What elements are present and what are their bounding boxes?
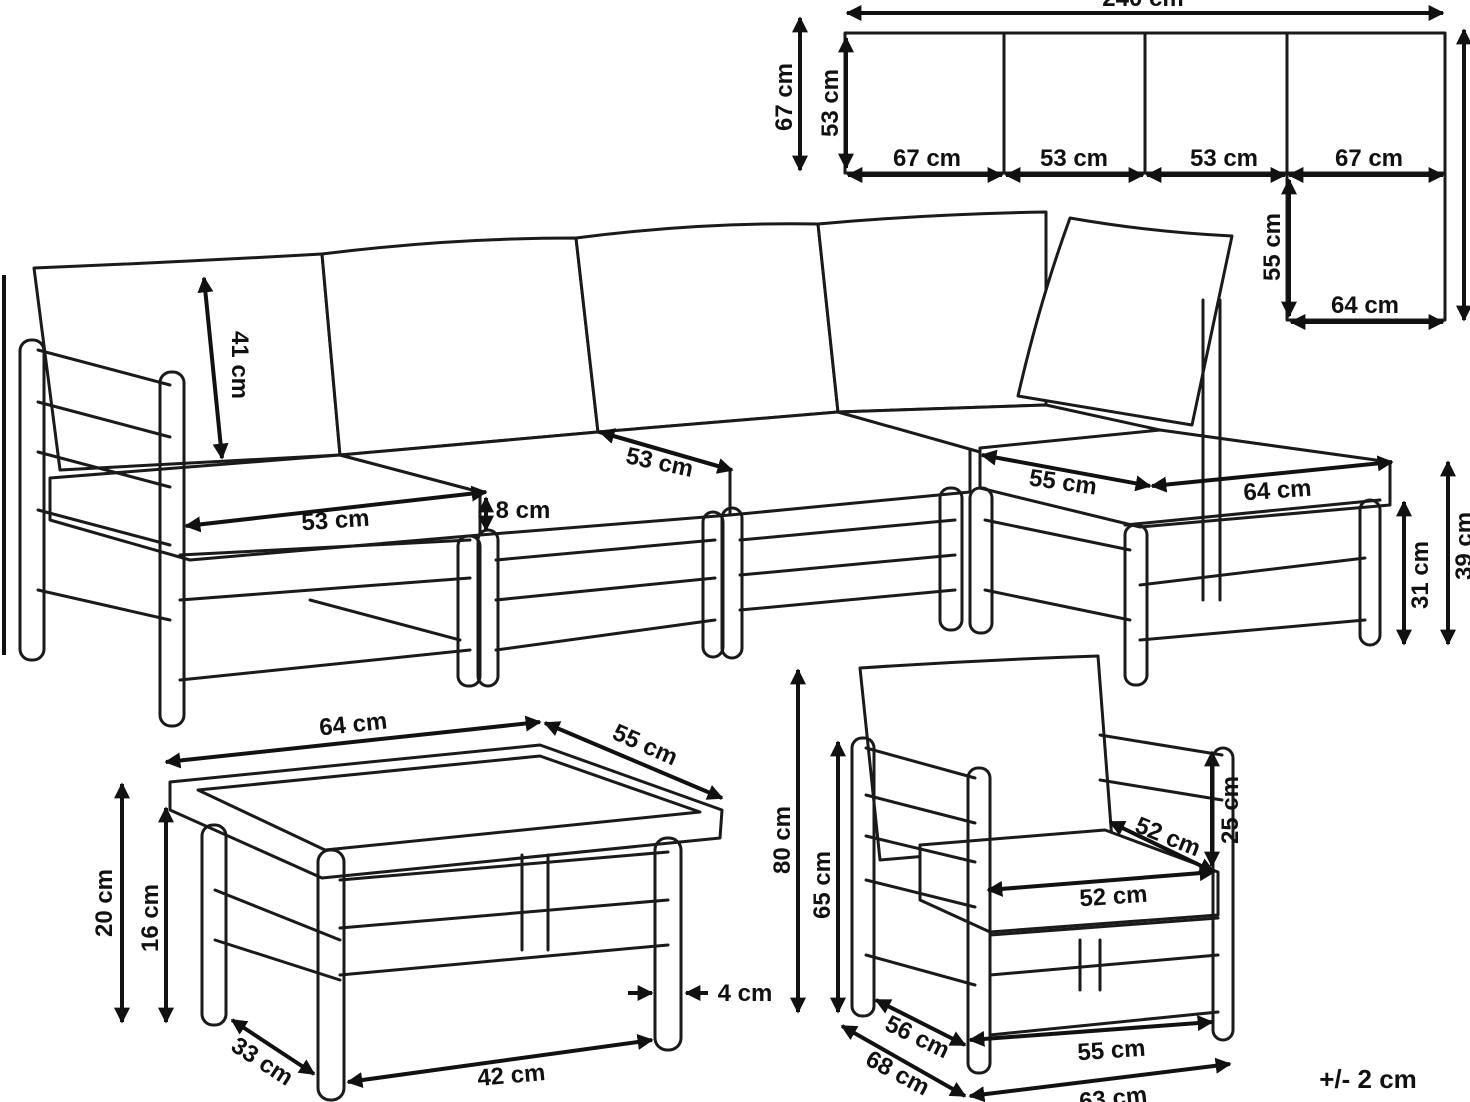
top-seg3-label: 53 cm bbox=[1190, 145, 1258, 172]
table-base-width-label: 42 cm bbox=[476, 1059, 546, 1092]
table-frame-height-label: 16 cm bbox=[137, 884, 164, 952]
chair-frame-height-label: 65 cm bbox=[809, 851, 836, 919]
armchair: 80 cm 65 cm 25 cm 52 cm 52 cm 56 cm 55 c… bbox=[769, 654, 1244, 1102]
top-height-outer-label: 67 cm bbox=[771, 63, 798, 131]
ottoman-frame-height-label: 31 cm bbox=[1407, 541, 1434, 609]
top-height-inner-label: 53 cm bbox=[817, 69, 844, 137]
coffee-table: 64 cm 55 cm 20 cm 16 cm 4 cm 33 cm 42 cm bbox=[91, 708, 773, 1102]
chair-armrest-label: 25 cm bbox=[1217, 776, 1244, 844]
top-seg2-label: 53 cm bbox=[1040, 145, 1108, 172]
top-seg4-label: 67 cm bbox=[1335, 145, 1403, 172]
top-ottoman-depth-label: 55 cm bbox=[1259, 213, 1286, 281]
top-ottoman-width-label: 64 cm bbox=[1331, 292, 1399, 319]
table-leg-label: 4 cm bbox=[718, 980, 773, 1007]
tolerance-note: +/- 2 cm bbox=[1319, 1064, 1417, 1094]
table-width-label: 64 cm bbox=[318, 708, 389, 742]
top-seg1-label: 67 cm bbox=[893, 145, 961, 172]
table-total-height-label: 20 cm bbox=[91, 869, 118, 937]
sofa-back-height-label: 41 cm bbox=[226, 331, 253, 399]
ottoman-total-height-label: 39 cm bbox=[1451, 512, 1470, 580]
sectional-sofa: 41 cm 53 cm 8 cm 53 cm 55 cm 64 cm 31 cm… bbox=[2, 210, 1470, 728]
chair-outer-width-label: 63 cm bbox=[1078, 1082, 1149, 1102]
top-view-layout: 240 cm 67 cm 53 cm 67 cm 53 cm 53 cm 67 … bbox=[771, 0, 1470, 330]
ottoman-width-label: 64 cm bbox=[1243, 475, 1313, 507]
chair-inner-width-label: 55 cm bbox=[1077, 1035, 1147, 1067]
top-width-label: 240 cm bbox=[1102, 0, 1183, 12]
chair-total-height-label: 80 cm bbox=[769, 806, 796, 874]
sofa-seat-width-label: 53 cm bbox=[301, 505, 371, 537]
chair-seat-width-label: 52 cm bbox=[1079, 881, 1149, 913]
sofa-cushion-thickness-label: 8 cm bbox=[496, 497, 551, 524]
